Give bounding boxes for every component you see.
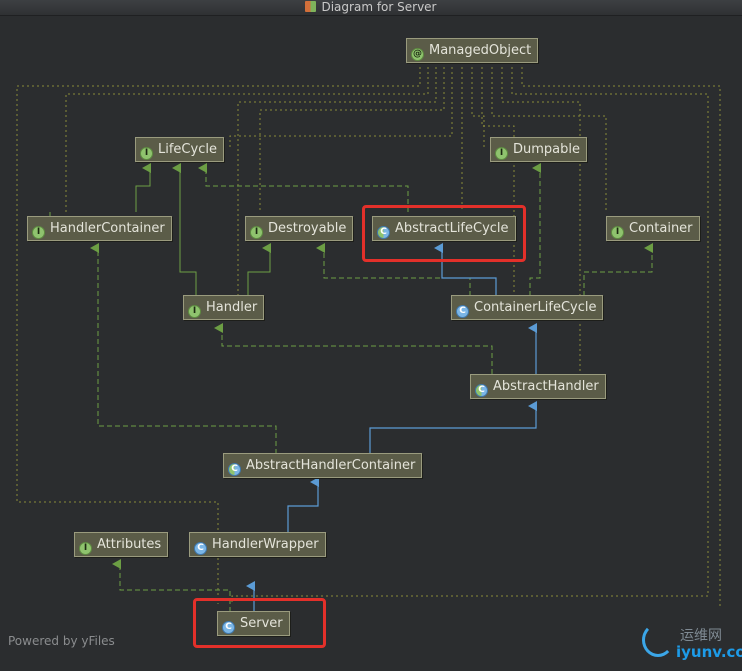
- watermark-en-text: iyunv.com: [676, 643, 742, 661]
- edge-handler-destroyable: [247, 243, 271, 296]
- window-titlebar: Diagram for Server: [0, 0, 742, 16]
- class-icon: C: [222, 621, 235, 634]
- node-label: Dumpable: [513, 142, 580, 157]
- node-managedobject[interactable]: @ ManagedObject: [406, 38, 539, 63]
- node-attributes[interactable]: I Attributes: [74, 532, 169, 557]
- edge-abstractlifecycle-lifecycle: [198, 163, 409, 212]
- implements-edges: [90, 163, 653, 612]
- class-icon: C: [194, 542, 207, 555]
- abstract-class-icon: C: [228, 463, 241, 476]
- edge-managedobject-server: [16, 67, 421, 604]
- node-handler[interactable]: I Handler: [183, 295, 265, 320]
- edge-managedobject-handlercontainer: [65, 67, 429, 212]
- edge-managedobject-server-right: [231, 67, 709, 604]
- edge-handler-lifecycle: [172, 163, 197, 296]
- interface-icon: I: [140, 147, 153, 160]
- watermark-cn-text: 运维网: [680, 628, 722, 644]
- edge-handlerwrapper-abstracthandlercontainer: [287, 477, 319, 532]
- highlight-server: [193, 598, 326, 648]
- node-container[interactable]: I Container: [606, 216, 700, 241]
- edge-managedobject-lifecycle: [229, 67, 453, 149]
- edge-abstracthandlercontainer-abstracthandler: [369, 401, 537, 454]
- interface-icon: I: [79, 542, 92, 555]
- node-label: ContainerLifeCycle: [474, 300, 597, 315]
- interface-icon: I: [32, 226, 45, 239]
- annotation-icon: @: [411, 48, 424, 61]
- class-icon: C: [456, 305, 469, 318]
- node-dumpable[interactable]: I Dumpable: [490, 137, 587, 162]
- edge-containerlifecycle-abstractlifecycle: [434, 243, 497, 296]
- node-label: Container: [629, 221, 693, 236]
- node-handlerwrapper[interactable]: C HandlerWrapper: [189, 532, 326, 557]
- edge-managedobject-container: [491, 67, 607, 212]
- node-abstractlifecycle[interactable]: C AbstractLifeCycle: [372, 216, 516, 241]
- abstract-class-icon: C: [475, 384, 488, 397]
- node-abstracthandlercontainer[interactable]: C AbstractHandlerContainer: [223, 453, 423, 478]
- node-containerlifecycle[interactable]: C ContainerLifeCycle: [451, 295, 604, 320]
- diagram-canvas[interactable]: @ ManagedObject I LifeCycle I Dumpable I Han…: [0, 16, 742, 661]
- interface-icon: I: [188, 305, 201, 318]
- abstract-class-icon: C: [377, 226, 390, 239]
- highlight-abstractlifecycle: [362, 205, 526, 262]
- dependency-edges: [16, 67, 721, 608]
- node-server[interactable]: C Server: [217, 611, 290, 636]
- edge-managedobject-handler: [237, 67, 437, 296]
- node-label: Server: [240, 616, 283, 631]
- diagram-icon: [305, 1, 317, 12]
- edge-managedobject-destroyable: [259, 67, 445, 212]
- node-label: ManagedObject: [429, 43, 532, 58]
- node-label: Destroyable: [268, 221, 347, 236]
- edge-containerlifecycle-container: [583, 243, 653, 296]
- edge-handlercontainer-lifecycle: [135, 163, 151, 212]
- edge-managedobject-containerlifecycle: [481, 67, 515, 296]
- edge-abstracthandlercontainer-handlercontainer: [90, 243, 277, 454]
- edges-layer: [16, 67, 721, 612]
- interface-icon: I: [495, 147, 508, 160]
- edge-containerlifecycle-destroyable: [316, 243, 471, 296]
- watermark-logo: 运维网 iyunv.com: [640, 621, 742, 671]
- watermark-arc-icon: [642, 623, 674, 657]
- interface-icon: I: [611, 226, 624, 239]
- node-handlercontainer[interactable]: I HandlerContainer: [27, 216, 172, 241]
- window-title: Diagram for Server: [321, 0, 437, 14]
- node-label: Handler: [206, 300, 258, 315]
- interface-icon: I: [250, 226, 263, 239]
- edge-abstracthandler-handler: [214, 323, 493, 374]
- node-abstracthandler[interactable]: C AbstractHandler: [470, 374, 606, 399]
- edge-containerlifecycle-dumpable: [529, 163, 541, 296]
- powered-by-label: Powered by yFiles: [8, 634, 115, 648]
- node-destroyable[interactable]: I Destroyable: [245, 216, 354, 241]
- node-label: HandlerContainer: [50, 221, 165, 236]
- node-label: AbstractHandlerContainer: [246, 458, 416, 473]
- edge-managedobject-dumpable: [471, 67, 485, 149]
- node-label: HandlerWrapper: [212, 537, 319, 552]
- edge-managedobject-abstracthandler: [501, 67, 581, 376]
- edge-server-attributes: [112, 559, 231, 612]
- node-lifecycle[interactable]: I LifeCycle: [135, 137, 224, 162]
- node-label: Attributes: [97, 537, 162, 552]
- node-label: AbstractLifeCycle: [395, 221, 509, 236]
- node-label: LifeCycle: [158, 142, 217, 157]
- node-label: AbstractHandler: [493, 379, 599, 394]
